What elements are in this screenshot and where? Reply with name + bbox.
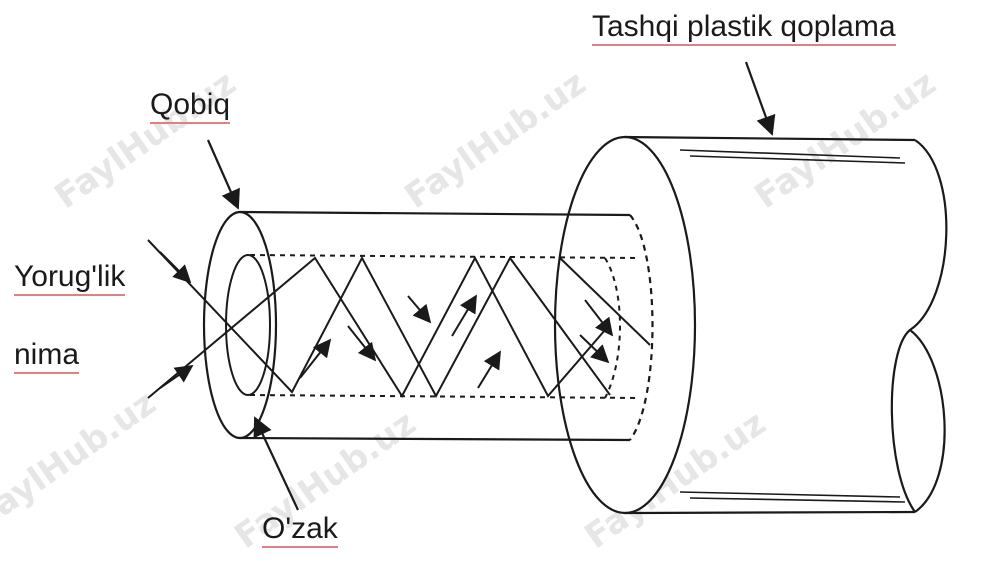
ray-arrows	[159, 251, 614, 389]
label-outer-jacket: Tashqi plastik qoplama	[592, 10, 896, 46]
outer-jacket	[553, 135, 948, 515]
light-rays	[147, 239, 651, 399]
label-cladding: Qobiq	[150, 88, 231, 124]
label-light-line1: Yorug'lik	[14, 260, 126, 296]
cladding	[202, 210, 654, 442]
label-light-line2: nima	[14, 338, 80, 374]
label-core: O'zak	[262, 512, 338, 548]
callout-arrows	[206, 61, 776, 511]
core	[225, 254, 641, 399]
